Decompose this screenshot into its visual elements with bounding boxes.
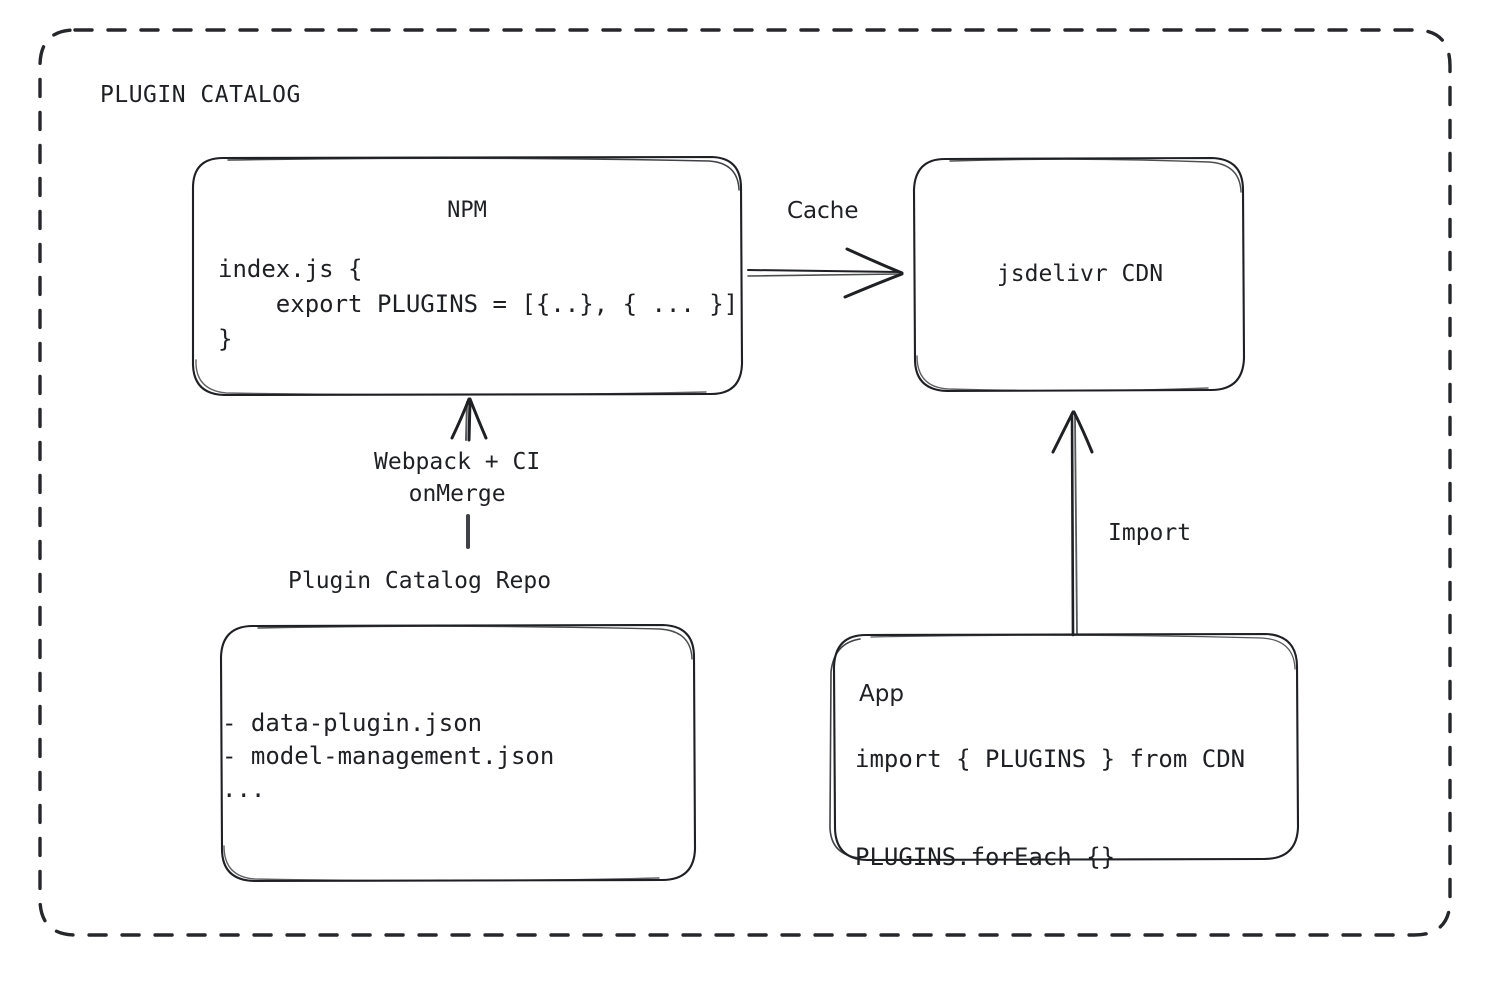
- import-arrow: [1051, 410, 1094, 637]
- app-node-title: App: [859, 681, 904, 707]
- npm-node-code: index.js { export PLUGINS = [{..}, { ...…: [218, 255, 739, 353]
- repo-node-files: - data-plugin.json - model-management.js…: [222, 709, 555, 804]
- app-node-code: import { PLUGINS } from CDN PLUGINS.forE…: [855, 745, 1246, 872]
- build-edge-label: Webpack + CI onMerge: [374, 449, 541, 507]
- plugin-catalog-title: PLUGIN CATALOG: [100, 82, 301, 108]
- cache-arrow: [747, 247, 904, 299]
- import-edge-label: Import: [1108, 520, 1192, 546]
- cache-edge-label: Cache: [787, 198, 859, 224]
- repo-node-caption: Plugin Catalog Repo: [288, 568, 552, 594]
- cdn-node-title: jsdelivr CDN: [996, 261, 1164, 287]
- npm-node-title: NPM: [447, 198, 487, 223]
